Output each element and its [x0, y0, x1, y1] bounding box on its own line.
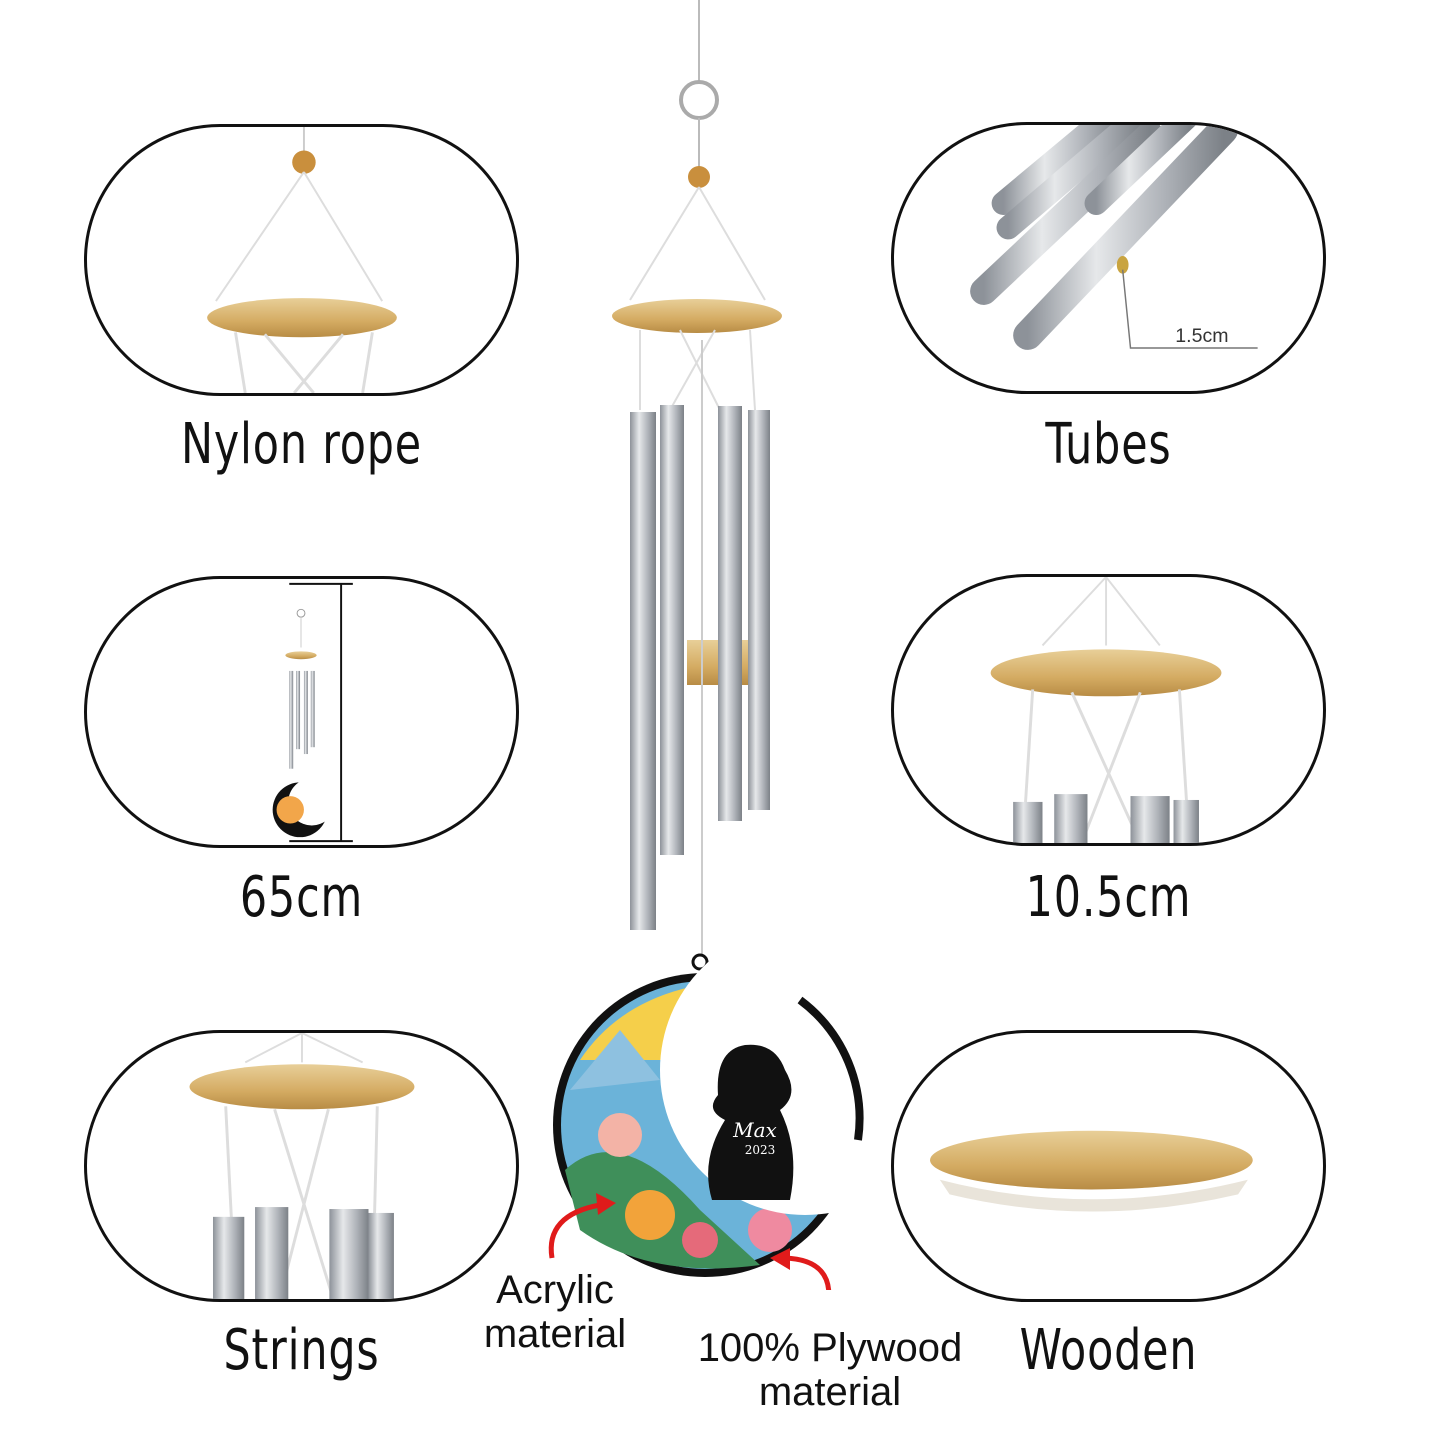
nylon-rope-label: Nylon rope — [180, 412, 423, 477]
strings-detail-image — [84, 1030, 519, 1302]
plywood-material-label: 100% Plywood material — [697, 1326, 963, 1414]
pendant-name: Max — [732, 1118, 777, 1142]
acrylic-material-label: Acrylic material — [483, 1268, 627, 1356]
tubes-label: Tubes — [1045, 412, 1172, 477]
wood-ring-diameter-image — [891, 574, 1326, 846]
total-length-image — [84, 576, 519, 848]
pendant-year: 2023 — [745, 1143, 776, 1157]
acrylic-arrow-icon — [548, 1202, 601, 1259]
plywood-arrow-icon — [784, 1255, 832, 1290]
wood-ring-diameter-label: 10.5cm — [1025, 865, 1192, 930]
total-length-label: 65cm — [239, 865, 364, 930]
tube-diameter-text: 1.5cm — [1175, 325, 1228, 347]
strings-label: Strings — [223, 1318, 380, 1383]
wooden-ring-detail-image — [891, 1030, 1326, 1302]
wind-chime-product-image: Max 2023 — [548, 0, 870, 1290]
wooden-label: Wooden — [1019, 1318, 1198, 1383]
nylon-rope-detail-image — [84, 124, 519, 396]
tubes-detail-image: 1.5cm — [891, 122, 1326, 394]
